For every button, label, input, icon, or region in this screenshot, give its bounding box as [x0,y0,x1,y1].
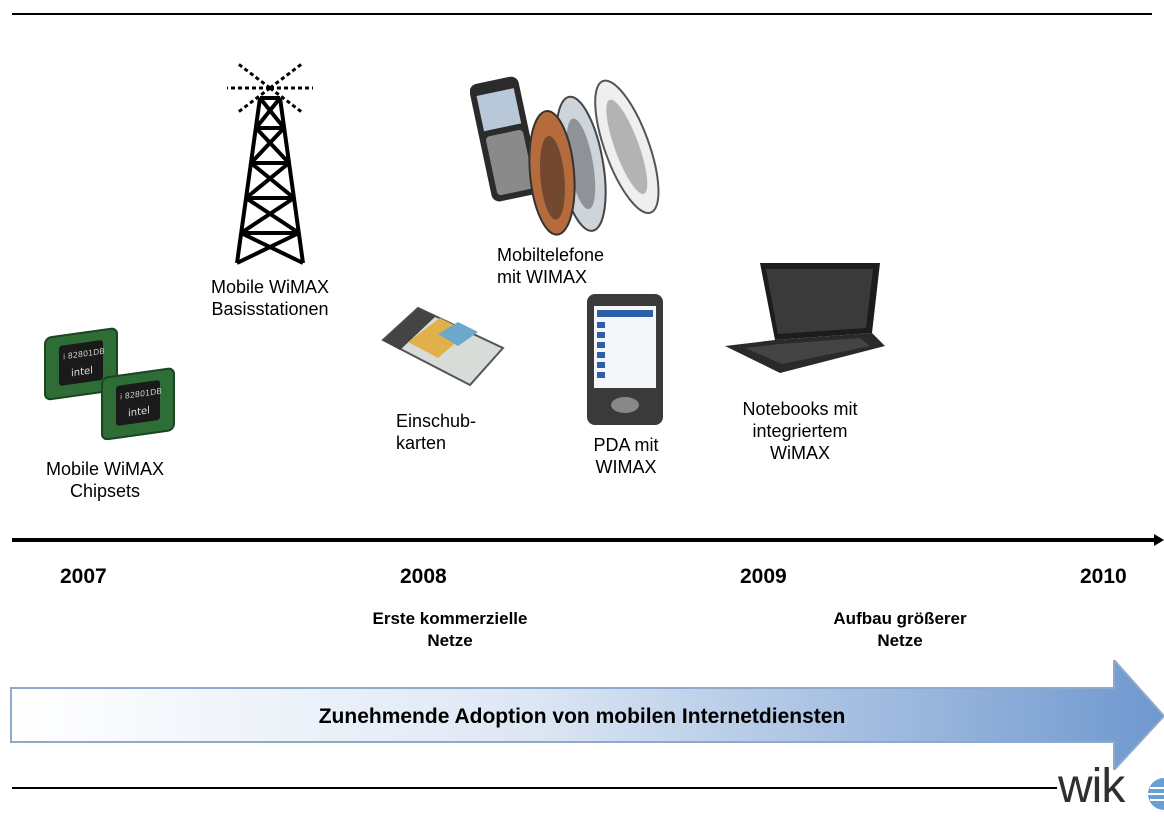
wik-logo: wik [1058,760,1125,813]
cards-label: Einschub- karten [396,411,477,453]
year-2008: 2008 [400,565,447,588]
year-2009: 2009 [740,565,787,588]
svg-text:intel: intel [71,365,93,379]
bottom-rule [12,787,1057,789]
adoption-arrow [10,657,1164,775]
milestone-first-networks: Erste kommerzielle Netze [372,609,528,650]
logo-globe-icon [1146,776,1164,817]
chipset-image: i 82801DB intel i 82801DB intel [40,325,180,445]
phones-image [469,68,660,243]
notebook-image [720,258,890,383]
notebooks-label: Notebooks mit integriertem WiMAX [742,399,858,463]
pccard-image [378,300,508,395]
year-2007: 2007 [60,565,107,588]
adoption-banner-text: Zunehmende Adoption von mobilen Internet… [318,705,846,728]
year-2010: 2010 [1080,565,1127,588]
top-rule [12,13,1152,15]
basestations-label: Mobile WiMAX Basisstationen [210,277,330,319]
svg-text:intel: intel [128,405,150,419]
pda-image [585,292,665,432]
chipsets-label: Mobile WiMAX Chipsets [45,459,165,501]
pda-label: PDA mit WIMAX [593,435,659,477]
tower-icon [225,58,315,273]
timeline-axis [12,533,1164,551]
milestone-larger-networks: Aufbau größerer Netze [833,609,967,650]
phones-label: Mobiltelefone mit WIMAX [497,245,605,287]
logo-text: wik [1058,760,1125,813]
